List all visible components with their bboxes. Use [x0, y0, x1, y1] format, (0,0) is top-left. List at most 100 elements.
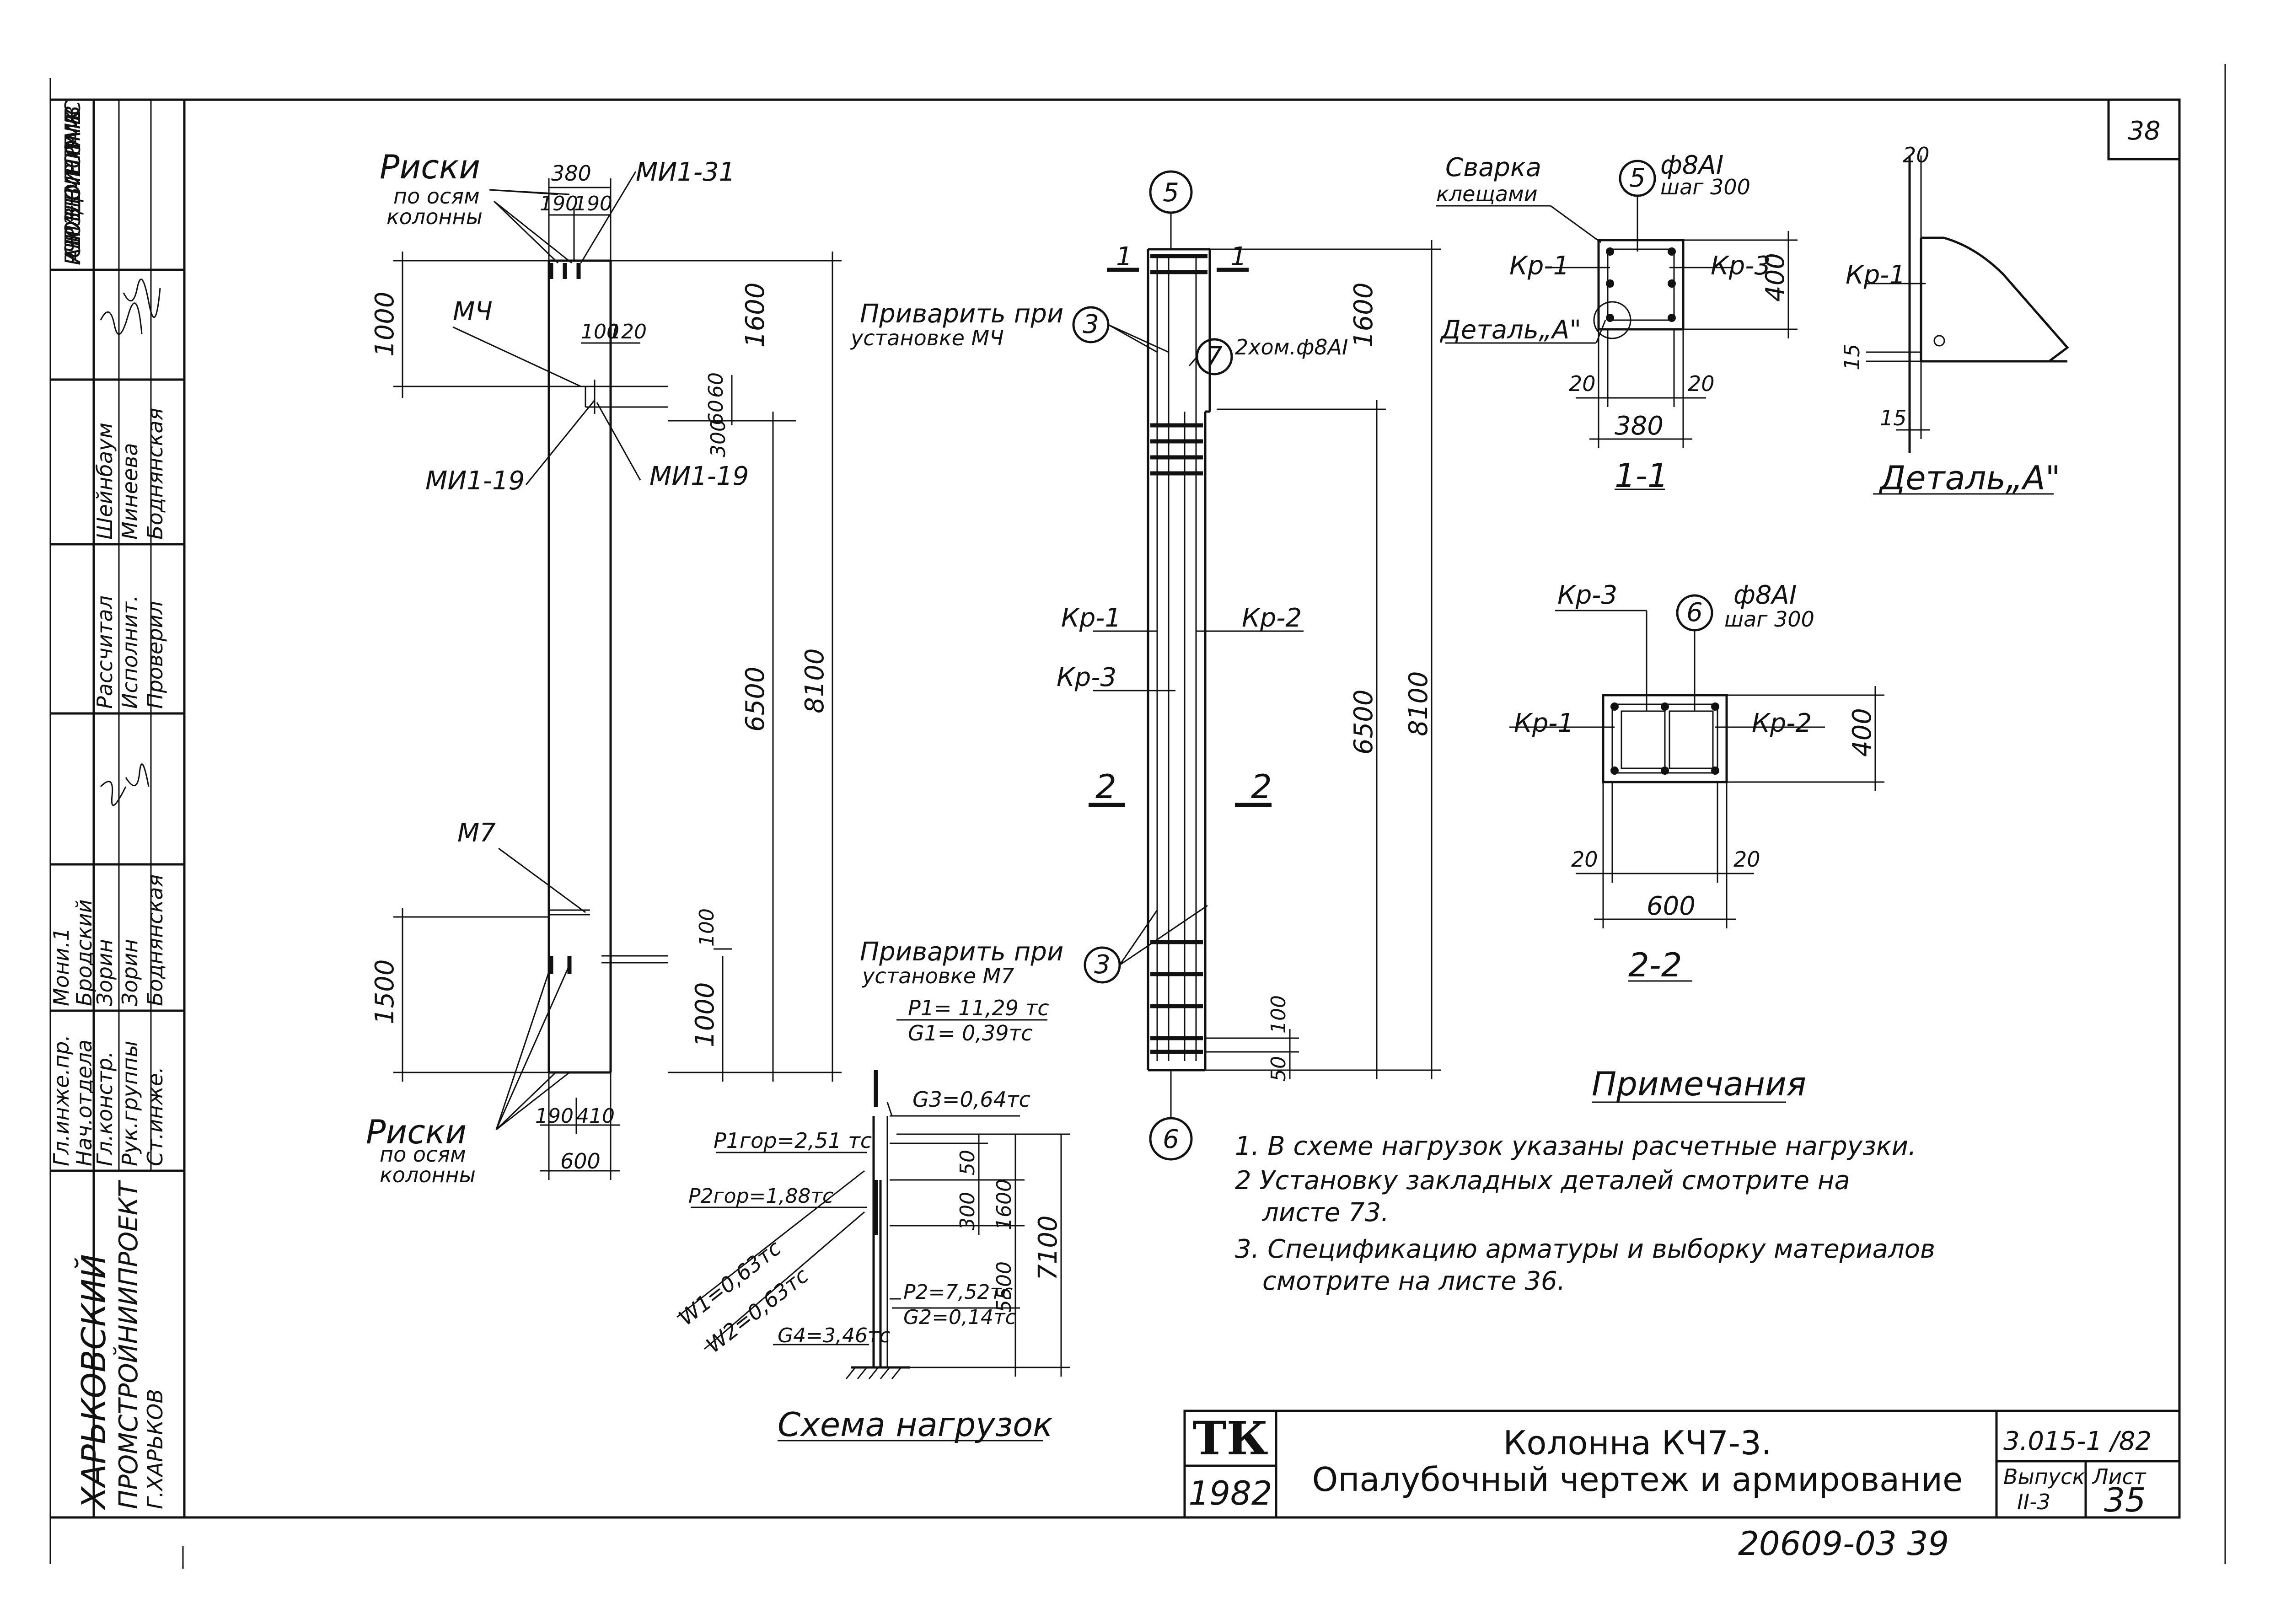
- svg-text:60: 60: [704, 372, 728, 398]
- riski-bottom-sub1: по осям: [380, 1142, 466, 1167]
- issue-value: II-3: [2017, 1490, 2050, 1514]
- section-1-1: [1436, 160, 1798, 490]
- axis-bottom-marker: 6: [1163, 1125, 1179, 1154]
- svg-text:ХАРЬКОВСКИЙ: ХАРЬКОВСКИЙ: [75, 1254, 113, 1511]
- notes-title: Примечания: [1592, 1065, 1806, 1103]
- svg-text:60: 60: [704, 400, 728, 425]
- tk-logo: ТК: [1192, 1411, 1268, 1465]
- left-stamp: [50, 100, 184, 1517]
- svg-text:3: 3: [1094, 950, 1111, 980]
- svg-text:3: 3: [1083, 310, 1099, 339]
- svg-text:15: 15: [1880, 406, 1907, 430]
- title-line-2: Опалубочный чертеж и армирование: [1312, 1460, 1963, 1499]
- svg-text:Бродский: Бродский: [72, 899, 97, 1006]
- svg-text:120: 120: [608, 320, 647, 343]
- svg-text:Кр-1: Кр-1: [1509, 251, 1569, 281]
- svg-text:Кр-3: Кр-3: [1711, 251, 1771, 281]
- svg-text:5500: 5500: [993, 1261, 1016, 1313]
- svg-text:300: 300: [956, 1192, 979, 1230]
- svg-text:Нач.отдела: Нач.отдела: [72, 1040, 97, 1166]
- load-p2gor: P2гор=1,88тс: [688, 1185, 833, 1208]
- detail-a-title: Деталь„А": [1878, 459, 2061, 497]
- svg-text:20: 20: [1569, 371, 1596, 396]
- note-2-cont: листе 73.: [1262, 1198, 1389, 1227]
- svg-text:ПРОМСТРОЙНИИПРОЕКТ: ПРОМСТРОЙНИИПРОЕКТ: [114, 1180, 144, 1509]
- svg-text:7: 7: [1206, 342, 1223, 371]
- section-1-1-title: 1-1: [1615, 456, 1669, 495]
- sheet-frame: [49, 64, 2226, 1564]
- svg-text:Зорин: Зорин: [118, 939, 142, 1006]
- svg-text:380: 380: [551, 161, 591, 186]
- load-scheme-title: Схема нагрузок: [778, 1405, 1053, 1444]
- stamp-role2: Рассчитал Исполнит. Проверил Шейнбаум Ми…: [92, 408, 167, 709]
- svg-text:РАСЧЕТ ПРОИЗВЕДЕН В ОМИТРЕ ПО: РАСЧЕТ ПРОИЗВЕДЕН В ОМИТРЕ ПО ПРОГРАММЕ …: [60, 101, 85, 265]
- load-p2: P2=7,52тс: [903, 1281, 1013, 1304]
- load-g3: G3=0,64тс: [912, 1087, 1030, 1112]
- load-g4: G4=3,46тс: [778, 1324, 891, 1347]
- title-line-1: Колонна КЧ7-3.: [1503, 1424, 1771, 1462]
- sheet-number: 38: [2128, 116, 2160, 146]
- svg-text:ф8АI: ф8АI: [1733, 580, 1797, 610]
- svg-text:1000: 1000: [690, 982, 720, 1047]
- svg-text:Боднянская: Боднянская: [143, 874, 167, 1006]
- svg-text:400: 400: [1847, 708, 1877, 757]
- svg-text:600: 600: [1647, 891, 1696, 921]
- section-2-2: [1509, 594, 1884, 982]
- svg-text:20: 20: [1733, 847, 1760, 872]
- svg-text:1: 1: [1230, 242, 1247, 272]
- column-elevation: [547, 259, 668, 1074]
- svg-text:20: 20: [1688, 371, 1715, 396]
- weld-note-1-line1: Приварить при: [860, 299, 1063, 329]
- load-scheme: [676, 1019, 1070, 1442]
- svg-text:ф8АI: ф8АI: [1660, 150, 1723, 180]
- svg-text:Ст.инже.: Ст.инже.: [143, 1067, 167, 1166]
- svg-text:Кр-2: Кр-2: [1752, 708, 1812, 738]
- svg-text:Г.ХАРЬКОВ: Г.ХАРЬКОВ: [143, 1389, 167, 1509]
- kr2-label: Кр-2: [1242, 603, 1302, 633]
- section-1-1-labels: Сварка клещами 5 ф8АI шаг 300 Кр-1 Кр-3 …: [1436, 150, 1790, 495]
- sheet-label: Лист: [2092, 1464, 2147, 1489]
- stamp-role2-3: Проверил: [143, 601, 167, 709]
- stamp-role2-name-1: Шейнбаум: [92, 423, 117, 540]
- svg-text:380: 380: [1615, 411, 1664, 441]
- load-g2: G2=0,14тс: [903, 1306, 1016, 1329]
- issue-label: Выпуск: [2003, 1464, 2085, 1489]
- stamp-role2-2: Исполнит.: [118, 595, 142, 709]
- reinforcement-labels: 5 6 1 1 2 2 Приварить при установке МЧ 3…: [850, 178, 1433, 1154]
- mi31-label: МИ1-31: [636, 157, 735, 187]
- svg-text:20: 20: [1571, 847, 1598, 872]
- svg-text:6: 6: [1686, 598, 1703, 627]
- note-3: 3. Спецификацию арматуры и выборку матер…: [1235, 1234, 1935, 1264]
- kr3-label: Кр-3: [1057, 663, 1116, 692]
- svg-text:190: 190: [574, 192, 612, 215]
- svg-text:50: 50: [1267, 1056, 1290, 1082]
- svg-text:Рук.группы: Рук.группы: [118, 1041, 142, 1166]
- svg-text:15: 15: [1840, 343, 1864, 370]
- svg-text:1600: 1600: [1349, 282, 1379, 348]
- note-3-cont: смотрите на листе 36.: [1262, 1266, 1565, 1296]
- elevation-dimensions: [393, 171, 842, 1180]
- svg-text:100: 100: [695, 908, 719, 947]
- stamp-calc-note: РАСЧЕТ ПРОИЗВЕДЕН В ОМИТРЕ ПО ПРОГРАММЕ …: [60, 101, 85, 265]
- section-2-2-labels: Кр-3 6 ф8АI шаг 300 Кр-1 Кр-2 400 20 20 …: [1514, 580, 1877, 984]
- note-1: 1. В схеме нагрузок указаны расчетные на…: [1235, 1131, 1916, 1161]
- svg-text:8100: 8100: [1404, 671, 1433, 736]
- load-g1: G1= 0,39тс: [908, 1021, 1033, 1045]
- svg-text:шаг 300: шаг 300: [1660, 175, 1750, 199]
- svg-text:1: 1: [1116, 242, 1132, 272]
- riski-bottom-label: Риски: [366, 1113, 467, 1151]
- stamp-role2-name-3: Боднянская: [143, 408, 167, 540]
- svg-text:400: 400: [1760, 253, 1790, 302]
- note-2: 2 Установку закладных деталей смотрите н…: [1235, 1166, 1850, 1195]
- svg-text:Зорин: Зорин: [92, 939, 117, 1006]
- stamp-role2-1: Рассчитал: [92, 595, 117, 709]
- riski-top-label: Риски: [380, 148, 480, 186]
- svg-text:1500: 1500: [370, 959, 400, 1024]
- detail-a-labels: 20 Кр-1 15 15 Деталь„А": [1840, 143, 2061, 497]
- detail-a-ref: Деталь„А": [1439, 315, 1581, 345]
- reinforcement-elevation: [1072, 170, 1441, 1161]
- title-year: 1982: [1188, 1474, 1272, 1512]
- weld-note-2-line1: Приварить при: [860, 937, 1063, 967]
